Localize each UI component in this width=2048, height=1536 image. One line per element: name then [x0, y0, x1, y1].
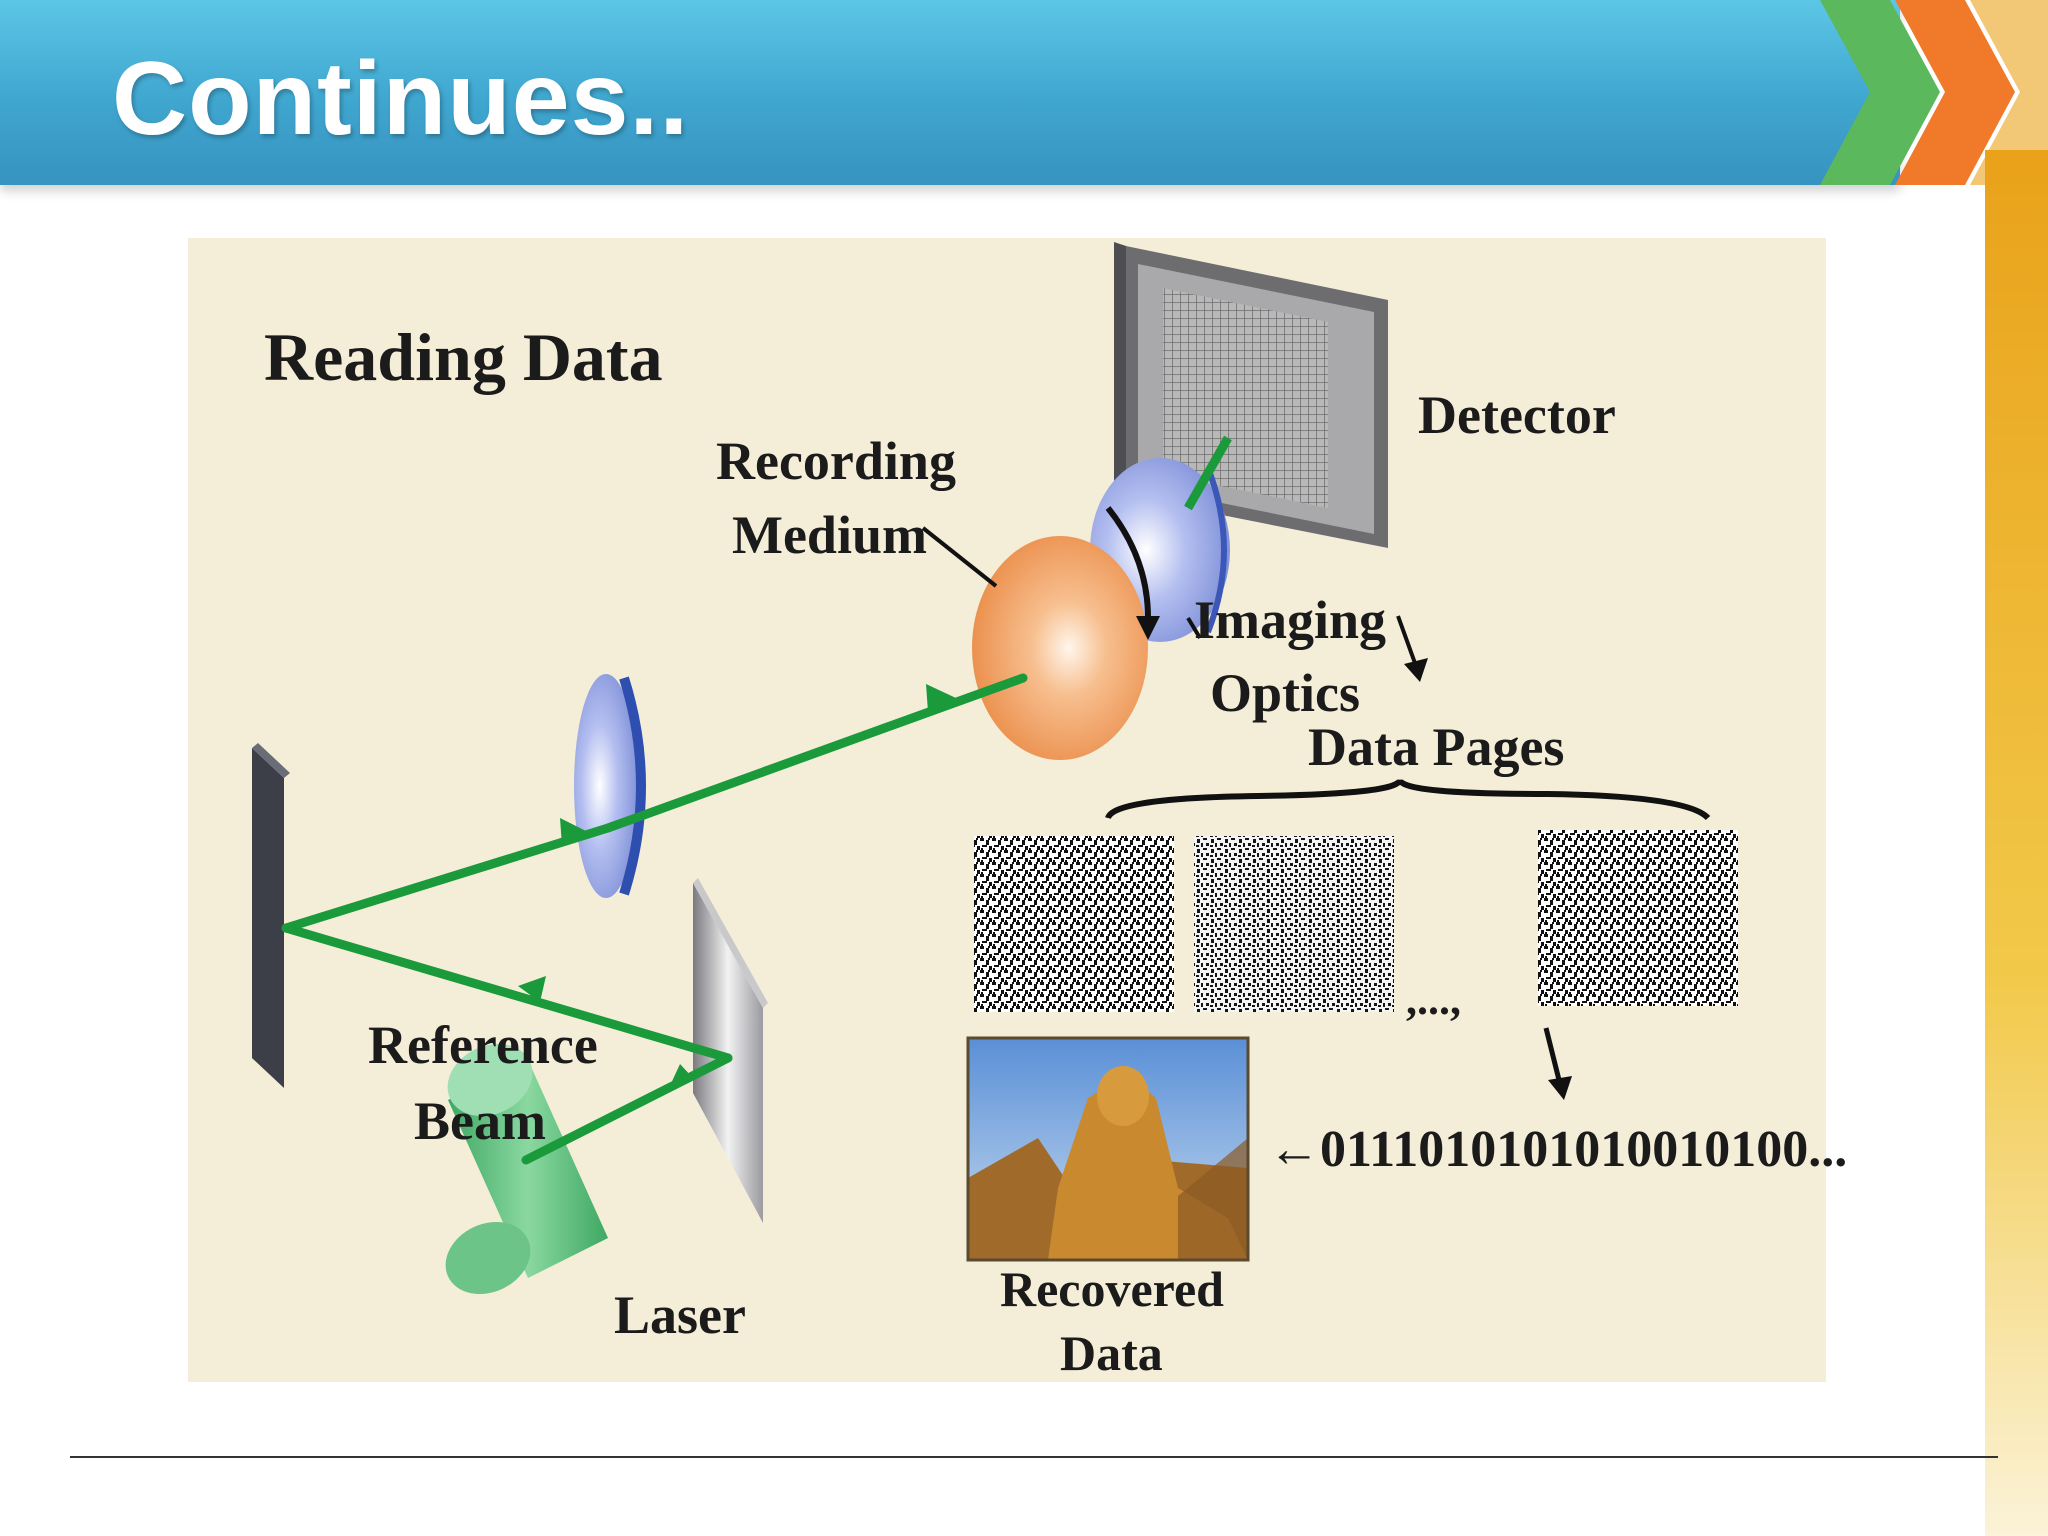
rotation-arrow-head-icon — [1136, 616, 1160, 640]
pages-ellipsis: ,..., — [1406, 975, 1461, 1024]
chevron-decoration-icon — [1820, 0, 2048, 185]
data-pages-arrow — [1396, 615, 1418, 667]
collimating-lens-icon — [574, 674, 646, 898]
data-page-2 — [1194, 836, 1394, 1012]
left-mirror-icon — [252, 743, 290, 1088]
laser-icon — [445, 1044, 608, 1294]
beam-arrow-2-icon — [518, 976, 546, 1002]
imaging-optics-label-line2: Optics — [1210, 663, 1361, 723]
recovered-data-label-line1: Recovered — [1000, 1261, 1224, 1317]
beam-path — [281, 673, 1028, 1165]
data-pages-brace — [1105, 778, 1711, 821]
medium-pointer — [921, 526, 998, 588]
detector-beam — [1184, 435, 1232, 511]
beam-arrowheads — [518, 684, 956, 1090]
recovered-image — [966, 1036, 1250, 1262]
data-page-1 — [974, 836, 1174, 1012]
side-accent-stripe — [1985, 150, 2048, 1536]
diagram-graphic — [252, 242, 1738, 1294]
reference-beam-label-line1: Reference — [368, 1015, 598, 1075]
reference-beam-label-line2: Beam — [414, 1091, 546, 1151]
beam-arrow-1-icon — [668, 1064, 693, 1090]
bottom-mirror-icon — [693, 878, 768, 1223]
beam-arrow-3-icon — [560, 818, 588, 846]
decode-arrow — [1543, 1027, 1563, 1085]
diagram-heading: Reading Data — [264, 319, 663, 395]
holographic-reading-diagram: Reading Data Recording Medium Detector I… — [188, 238, 1847, 1382]
recovered-data-label-line2: Data — [1060, 1325, 1163, 1381]
data-pages-arrowhead-icon — [1404, 658, 1428, 682]
laser-label: Laser — [614, 1285, 746, 1345]
recording-medium-label-line2: Medium — [732, 505, 927, 565]
footer-divider — [70, 1456, 1998, 1458]
slide-title: Continues.. — [112, 41, 690, 157]
recording-medium-label-line1: Recording — [716, 431, 956, 491]
title-bar: Continues.. — [0, 0, 1900, 185]
bitstream-label: ←0111010101010010100... — [1268, 1121, 1848, 1178]
decode-arrowhead-icon — [1548, 1076, 1572, 1100]
data-page-3 — [1538, 830, 1738, 1006]
detector-label: Detector — [1418, 385, 1616, 445]
optics-pointer — [1186, 616, 1202, 640]
data-pages-label: Data Pages — [1308, 717, 1565, 777]
beam-arrow-4-icon — [926, 684, 956, 712]
imaging-optics-label-line1: Imaging — [1194, 590, 1387, 650]
rotation-arrow — [1105, 506, 1151, 619]
recording-medium-icon — [972, 536, 1148, 760]
